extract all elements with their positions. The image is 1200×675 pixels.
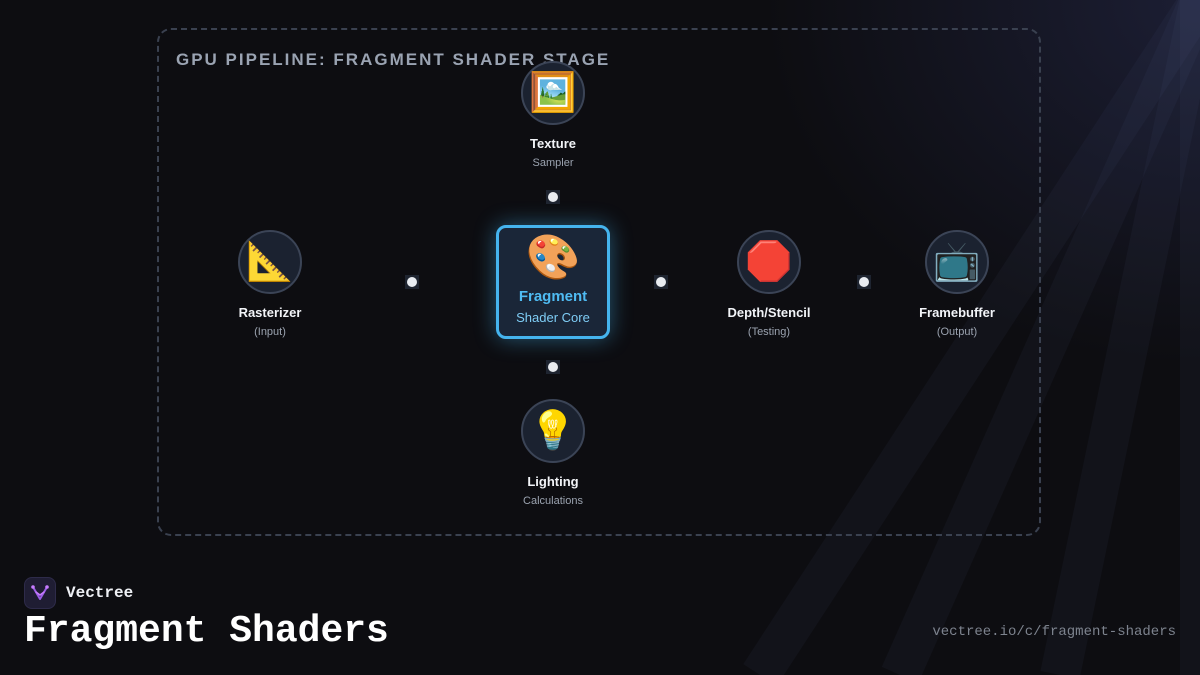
diagram-title: GPU PIPELINE: FRAGMENT SHADER STAGE <box>176 50 611 69</box>
vectree-logo-icon <box>24 577 56 609</box>
node-depth-stencil-name: Depth/Stencil <box>727 305 811 320</box>
node-texture-name: Texture <box>530 136 576 151</box>
port-core-depth[interactable] <box>654 275 668 289</box>
node-lighting-sub: Calculations <box>523 495 583 507</box>
node-framebuffer-sub: (Output) <box>936 326 978 338</box>
node-rasterizer[interactable]: 📐 Rasterizer (Input) <box>200 230 340 338</box>
node-texture-sub: Sampler <box>532 157 574 169</box>
light-bulb-icon: 💡 <box>529 410 577 452</box>
fragment-shader-core[interactable]: 🎨 Fragment Shader Core <box>496 225 610 339</box>
node-lighting-name: Lighting <box>527 474 579 489</box>
port-rasterizer-core[interactable] <box>405 275 419 289</box>
page-title: Fragment Shaders <box>24 610 389 653</box>
stop-sign-icon: 🛑 <box>745 241 793 283</box>
node-framebuffer[interactable]: 📺 Framebuffer (Output) <box>887 230 1027 338</box>
port-texture-core[interactable] <box>546 190 560 204</box>
brand-name: Vectree <box>66 584 134 602</box>
palette-icon: 🎨 <box>525 233 581 282</box>
triangle-ruler-icon: 📐 <box>246 241 294 283</box>
port-depth-framebuffer[interactable] <box>857 275 871 289</box>
framed-picture-icon: 🖼️ <box>529 72 577 114</box>
television-icon: 📺 <box>933 241 981 283</box>
source-url[interactable]: vectree.io/c/fragment-shaders <box>932 624 1176 640</box>
node-rasterizer-name: Rasterizer <box>238 305 302 320</box>
pipeline-panel <box>157 28 1041 536</box>
core-name: Fragment <box>518 288 588 305</box>
node-texture[interactable]: 🖼️ Texture Sampler <box>483 61 623 169</box>
port-core-lighting[interactable] <box>546 360 560 374</box>
node-lighting[interactable]: 💡 Lighting Calculations <box>483 399 623 507</box>
core-sub: Shader Core <box>516 310 590 325</box>
brand[interactable]: Vectree <box>24 577 133 609</box>
node-framebuffer-name: Framebuffer <box>919 305 995 320</box>
node-depth-stencil-sub: (Testing) <box>747 326 791 338</box>
node-depth-stencil[interactable]: 🛑 Depth/Stencil (Testing) <box>699 230 839 338</box>
node-rasterizer-sub: (Input) <box>254 326 286 338</box>
